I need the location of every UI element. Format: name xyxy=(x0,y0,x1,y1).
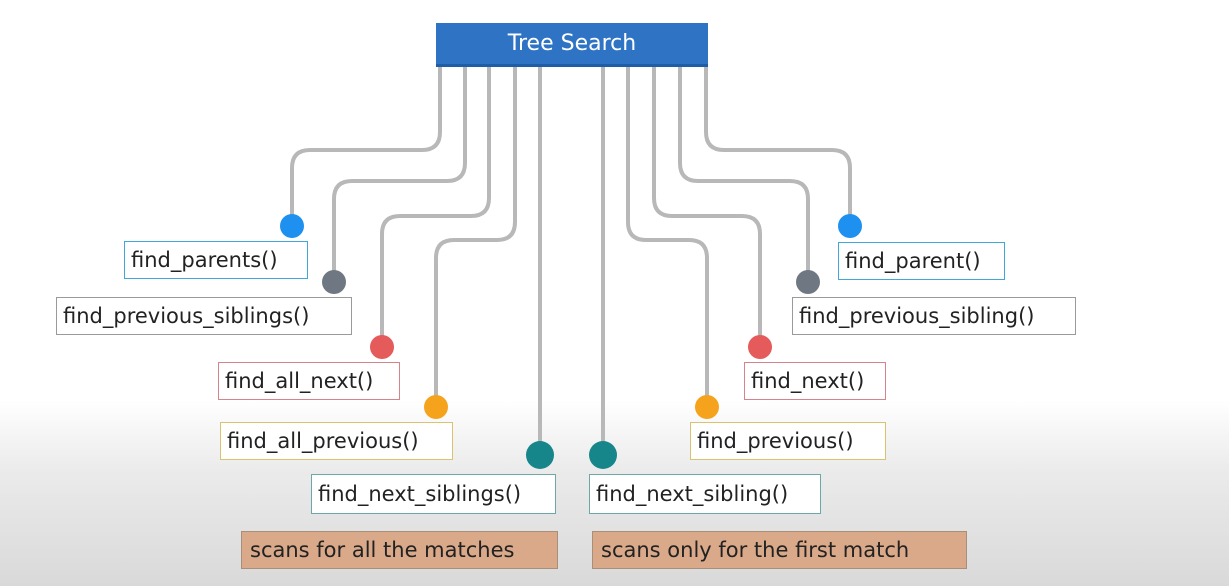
label-find-previous-sibling: find_previous_sibling() xyxy=(792,297,1076,335)
connector-find-all-previous xyxy=(434,65,517,409)
connector-find-parent xyxy=(704,65,852,228)
connector-find-parents xyxy=(290,65,442,228)
connector-find-previous-sibling xyxy=(678,65,810,284)
connector-find-all-next xyxy=(380,65,491,349)
label-find-parents: find_parents() xyxy=(124,241,308,279)
label-find-next-sibling: find_next_sibling() xyxy=(589,474,821,514)
connector-find-next xyxy=(652,65,762,349)
node-dot-find-previous-siblings xyxy=(322,270,346,294)
node-dot-find-next-siblings xyxy=(526,441,554,469)
node-dot-find-all-next xyxy=(370,335,394,359)
label-find-previous: find_previous() xyxy=(690,422,886,460)
label-find-parent: find_parent() xyxy=(838,242,1005,280)
node-dot-find-parents xyxy=(280,214,304,238)
label-find-previous-siblings: find_previous_siblings() xyxy=(56,297,352,335)
label-find-all-next: find_all_next() xyxy=(218,362,400,400)
label-find-next: find_next() xyxy=(744,362,886,400)
node-dot-find-next-sibling xyxy=(589,441,617,469)
node-dot-find-previous-sibling xyxy=(796,270,820,294)
tree-search-title: Tree Search xyxy=(507,31,637,56)
node-dot-find-previous xyxy=(695,395,719,419)
node-dot-find-parent xyxy=(838,214,862,238)
connector-find-previous xyxy=(626,65,709,409)
label-find-next-siblings: find_next_siblings() xyxy=(311,474,556,514)
note-first-match: scans only for the first match xyxy=(592,531,967,569)
node-dot-find-all-previous xyxy=(424,395,448,419)
connector-find-previous-siblings xyxy=(332,65,467,284)
node-dot-find-next xyxy=(748,335,772,359)
label-find-all-previous: find_all_previous() xyxy=(220,422,453,460)
tree-search-root: Tree Search xyxy=(436,23,708,67)
note-all-matches: scans for all the matches xyxy=(241,531,558,569)
